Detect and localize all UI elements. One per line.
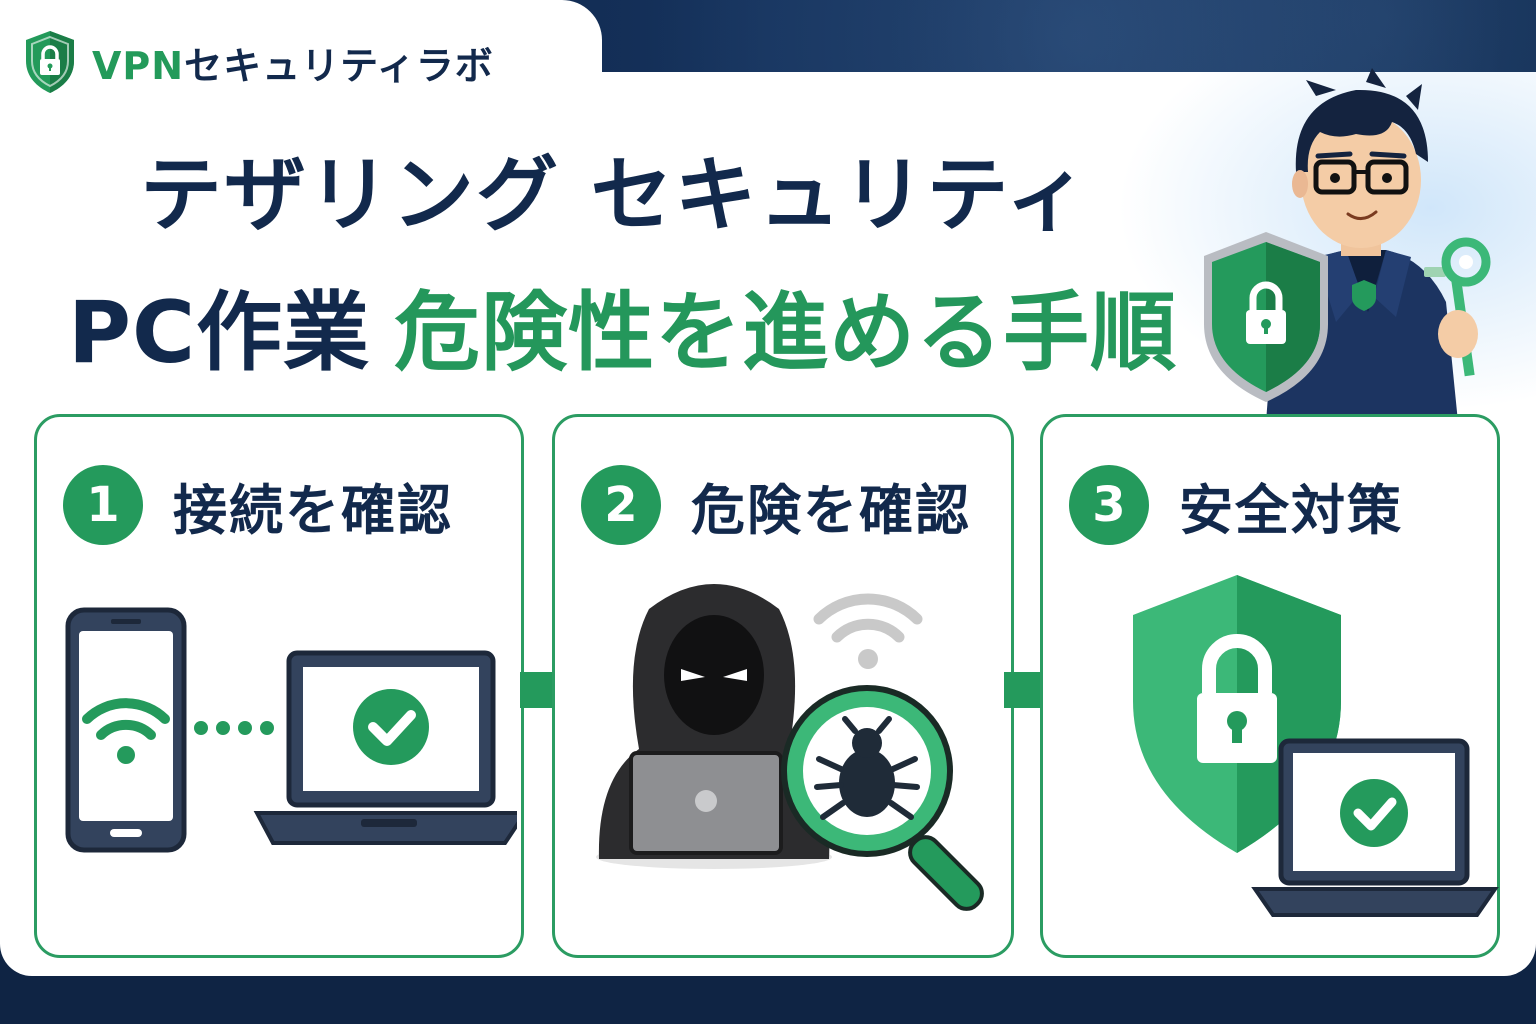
step-header-1: 1 接続を確認 <box>63 465 453 545</box>
check-icon <box>1340 779 1408 847</box>
hacker-icon <box>596 584 832 869</box>
wifi-icon <box>82 698 170 764</box>
step-card-1: 1 接続を確認 <box>34 414 524 958</box>
brand-name-accent: VPN <box>92 43 185 88</box>
title-line-1: テザリング セキュリティ <box>140 148 1090 243</box>
brand-name: VPNセキュリティラボ <box>92 35 494 90</box>
laptop-icon <box>1251 738 1499 917</box>
step-number-1: 1 <box>63 465 143 545</box>
step-card-3: 3 安全対策 <box>1040 414 1500 958</box>
laptop-icon <box>253 650 517 845</box>
magnifier-bug-icon <box>781 685 984 911</box>
step-title-2: 危険を確認 <box>691 478 971 542</box>
connection-dots <box>194 721 274 735</box>
mascot-illustration <box>1204 68 1491 422</box>
step-header-3: 3 安全対策 <box>1069 465 1403 545</box>
check-icon <box>353 689 429 765</box>
step-header-2: 2 危険を確認 <box>581 465 971 545</box>
title-line-2-accent: 危険性を進める手順 <box>394 283 1178 383</box>
smartphone-icon <box>65 607 187 853</box>
title-line-2-dark: PC作業 <box>68 283 371 383</box>
title-line-2: PC作業危険性を進める手順 <box>68 262 1177 387</box>
brand-logo[interactable]: VPNセキュリティラボ <box>22 26 494 98</box>
shield-lock-icon <box>26 31 74 93</box>
wifi-icon <box>813 593 923 669</box>
bottom-band <box>0 968 1536 1024</box>
step-card-2: 2 危険を確認 <box>552 414 1014 958</box>
step-title-3: 安全対策 <box>1179 478 1403 542</box>
step-number-3: 3 <box>1069 465 1149 545</box>
step-title-1: 接続を確認 <box>173 478 453 542</box>
step-number-2: 2 <box>581 465 661 545</box>
brand-tab <box>0 0 602 100</box>
brand-name-rest: セキュリティラボ <box>184 43 494 88</box>
